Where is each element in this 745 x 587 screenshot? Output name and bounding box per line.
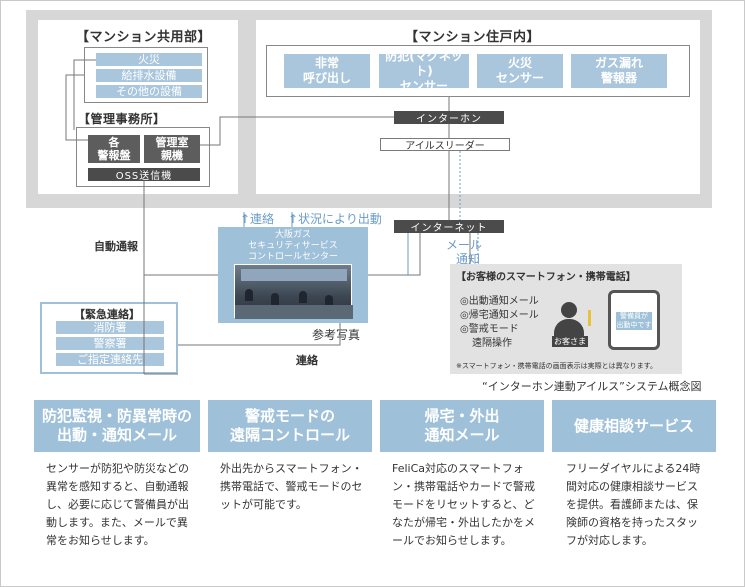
management-box xyxy=(76,127,210,187)
common-item-fire: 火災 xyxy=(96,53,202,66)
diagram-caption: “インターホン連動アイルス”システム概念図 xyxy=(482,380,702,393)
emergency-designated: ご指定連絡先 xyxy=(56,353,164,366)
oss-transmitter: OSS送信機 xyxy=(88,168,200,182)
phone-screen-text: 警備員が 出動中です xyxy=(616,312,652,330)
emergency-police: 警察署 xyxy=(56,337,164,350)
management-title: 【管理事務所】 xyxy=(78,112,166,126)
common-area-panel xyxy=(38,20,238,194)
common-item-water: 給排水設備 xyxy=(96,69,202,82)
smartphone-list-3: ◎警戒モード xyxy=(460,324,519,335)
smartphone-list-4: 遠隔操作 xyxy=(472,338,512,349)
residence-device-box xyxy=(266,45,690,97)
smartphone-title: 【お客様のスマートフォン・携帯電話】 xyxy=(456,272,636,283)
photo-caption: 参考写真 xyxy=(312,328,361,342)
common-area-box xyxy=(84,47,208,103)
signal-icon xyxy=(588,310,600,326)
mail-notice-label-1: メール xyxy=(446,238,483,252)
common-item-other: その他の設備 xyxy=(96,85,202,98)
device-emergency-call: 非常 呼び出し xyxy=(284,54,370,88)
emergency-title: 【緊急連絡】 xyxy=(74,308,140,321)
auto-report-label: 自動通報 xyxy=(94,240,138,253)
feature-head-return: 帰宅・外出 通知メール xyxy=(380,400,544,452)
feature-body-health: フリーダイヤルによる24時間対応の健康相談サービスを提供。看護師または、保険師の… xyxy=(566,462,701,547)
feature-body-monitoring: センサーが防犯や防災などの異常を感知すると、自動通報し、必要に応じて警備員が出動… xyxy=(46,462,189,547)
device-gas-alarm: ガス漏れ 警報器 xyxy=(571,54,667,88)
feature-head-health: 健康相談サービス xyxy=(552,400,716,452)
control-center-name: 大阪ガス セキュリティサービス コントロールセンター xyxy=(247,230,338,262)
internet: インターネット xyxy=(394,220,504,234)
intercom: インターホン xyxy=(394,111,504,125)
smartphone-list-2: ◎帰宅通知メール xyxy=(460,310,539,321)
smartphone-list-1: ◎出動通知メール xyxy=(460,296,539,307)
dispatch-label: ↑状況により出動 xyxy=(288,212,382,226)
alarm-panel: 各 警報盤 xyxy=(88,135,140,163)
feature-head-monitoring: 防犯監視・防異常時の 出動・通知メール xyxy=(34,400,200,452)
mail-notice-label-2: 通知 xyxy=(456,252,481,266)
isle-reader: アイルスリーダー xyxy=(380,138,510,152)
feature-body-return: FeliCa対応のスマートフォン・携帯電話やカードで警戒モードをリセットすると、… xyxy=(392,462,535,547)
feature-head-remote: 警戒モードの 遠隔コントロール xyxy=(208,400,372,452)
smartphone-note: ※スマートフォン・携帯電話の画面表示は実際とは異なります。 xyxy=(456,362,657,370)
contact-down-label: 連絡 xyxy=(296,354,318,367)
residence-panel xyxy=(256,20,700,194)
contact-up-label: ↑連絡 xyxy=(240,212,275,226)
residence-title: 【マンション住戸内】 xyxy=(405,30,541,45)
customer-icon xyxy=(552,302,586,342)
customer-label: お客さま xyxy=(552,336,588,347)
emergency-fire-dept: 消防署 xyxy=(56,321,164,334)
device-fire-sensor: 火災 センサー xyxy=(477,54,563,88)
feature-body-remote: 外出先からスマートフォン・携帯電話で、警戒モードのセットが可能です。 xyxy=(220,462,363,511)
common-area-title: 【マンション共用部】 xyxy=(76,30,212,45)
master-unit: 管理室 親機 xyxy=(144,135,200,163)
control-center-photo xyxy=(234,264,353,319)
